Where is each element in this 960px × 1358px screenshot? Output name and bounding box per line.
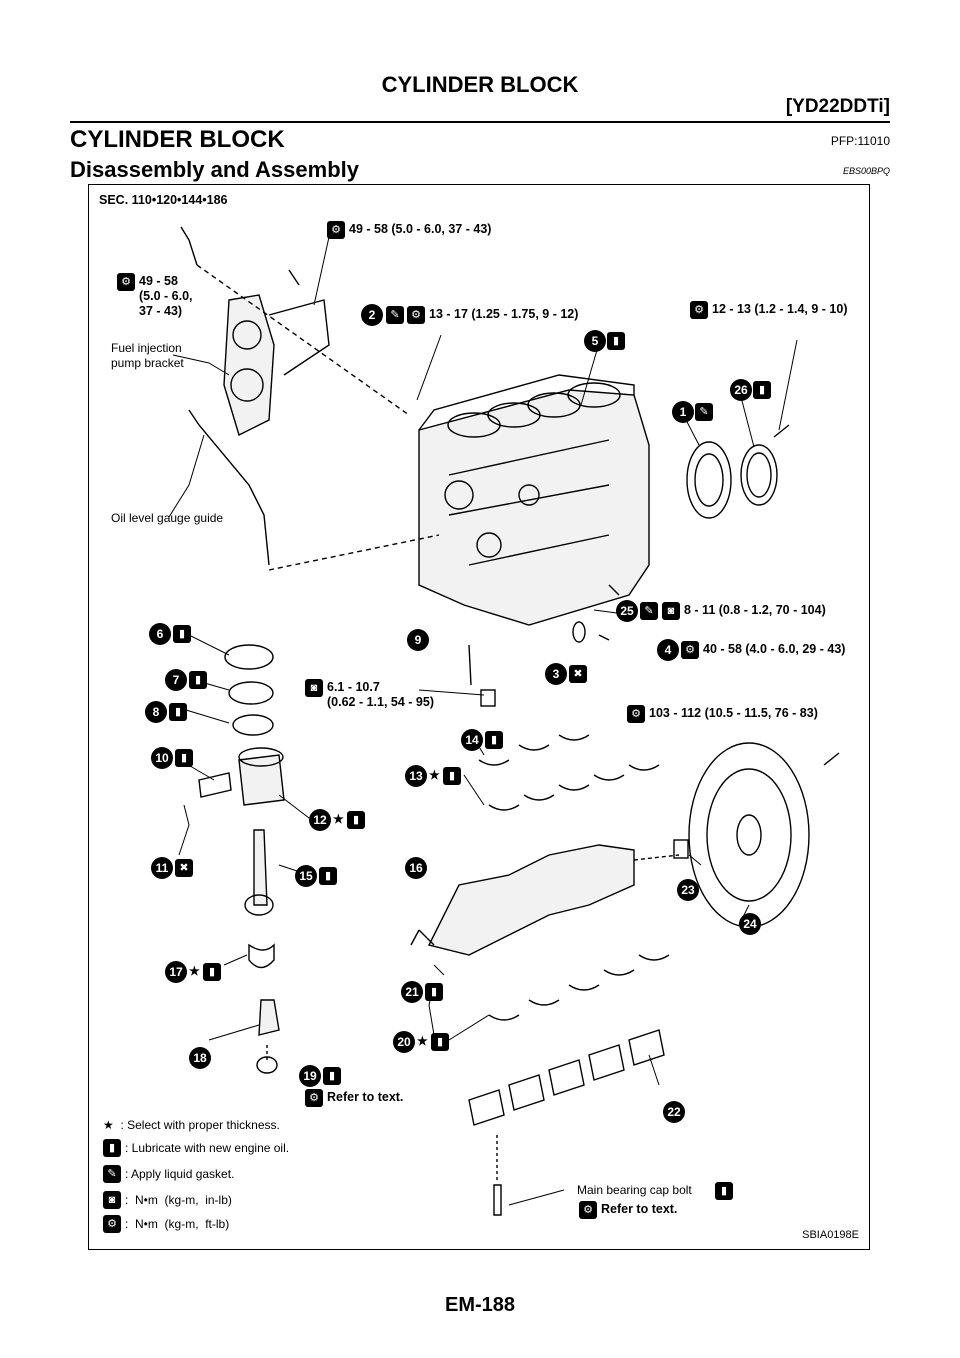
callout-23: 23 [677,879,699,901]
sec-label: SEC. 110•120•144•186 [99,193,228,207]
oil-level-gauge-guide-label: Oil level gauge guide [111,511,224,525]
callout-1: 1 [672,401,694,423]
torque-nm-in-icon: ◙ [103,1191,121,1209]
liquid-gasket-icon: ✎ [386,306,404,324]
lubricate-icon: ▮ [431,1033,449,1051]
callout-18: 18 [189,1047,211,1069]
subsection-title: Disassembly and Assembly [70,157,359,182]
fuel-pump-bracket-label: Fuel injection pump bracket [111,341,184,370]
torque-left-label: 49 - 58 (5.0 - 6.0, 37 - 43) [139,274,193,318]
header-model: [YD22DDTi] [785,96,890,117]
lubricate-icon: ▮ [347,811,365,829]
lubricate-icon: ▮ [203,963,221,981]
lubricate-icon: ▮ [485,731,503,749]
callout-2: 2 [361,304,383,326]
torque-icon: ⚙ [627,705,645,723]
refer-main-label: Refer to text. [601,1202,678,1216]
lubricate-icon: ▮ [175,749,193,767]
torque-icon: ⚙ [681,641,699,659]
header-rule [70,121,890,123]
callout-22: 22 [663,1101,685,1123]
page-number: EM-188 [444,1294,516,1316]
lubricate-icon: ▮ [103,1139,121,1157]
lubricate-icon: ▮ [753,381,771,399]
exploded-diagram: SEC. 110•120•144•186 ⚙ 49 - 58 (5.0 - 6.… [88,184,870,1250]
torque-icon: ⚙ [117,273,135,291]
torque-nm-in-icon: ◙ [305,679,323,697]
diagram-drawing [168,226,840,1216]
callout-19: 19 [299,1065,321,1087]
main-bearing-cap-bolt-label: Main bearing cap bolt [577,1183,692,1197]
torque-jet-label: 6.1 - 10.7 (0.62 - 1.1, 54 - 95) [327,680,435,709]
callout-13: 13 [405,765,427,787]
callout-3: 3 [545,663,567,685]
header-title: CYLINDER BLOCK [381,72,579,97]
section-title: CYLINDER BLOCK [70,126,285,153]
lubricate-icon: ▮ [319,867,337,885]
legend-gasket: : Apply liquid gasket. [125,1167,235,1181]
refer-19-label: Refer to text. [327,1090,404,1104]
figure-code: SBIA0198E [802,1229,859,1241]
torque-2-label: 13 - 17 (1.25 - 1.75, 9 - 12) [429,307,579,321]
liquid-gasket-icon: ✎ [695,403,713,421]
select-thickness-star-icon: ★ [189,964,200,978]
callout-14: 14 [461,729,483,751]
callout-25: 25 [616,600,638,622]
callout-10: 10 [151,747,173,769]
callout-20: 20 [393,1031,415,1053]
torque-top-label: 49 - 58 (5.0 - 6.0, 37 - 43) [349,222,492,236]
legend-oil: : Lubricate with new engine oil. [125,1141,290,1155]
replace-icon: ✖ [569,665,587,683]
callout-17: 17 [165,961,187,983]
callout-8: 8 [145,701,167,723]
callout-26: 26 [730,379,752,401]
torque-nm-in-icon: ◙ [662,602,680,620]
section-code: PFP:11010 [830,134,890,148]
lubricate-icon: ▮ [715,1182,733,1200]
select-thickness-star-icon: ★ [103,1118,121,1132]
legend-nm-ft: : N•m (kg-m, ft-lb) [125,1217,230,1231]
legend-star: ★ : Select with proper thickness. [103,1118,280,1132]
callout-11: 11 [151,857,173,879]
lubricate-icon: ▮ [425,983,443,1001]
torque-icon: ⚙ [305,1089,323,1107]
callout-7: 7 [165,669,187,691]
torque-rear-label: 12 - 13 (1.2 - 1.4, 9 - 10) [712,302,848,316]
torque-icon: ⚙ [327,221,345,239]
torque-25-label: 8 - 11 (0.8 - 1.2, 70 - 104) [684,603,826,617]
callout-21: 21 [401,981,423,1003]
callout-24: 24 [739,913,761,935]
torque-icon: ⚙ [690,301,708,319]
liquid-gasket-icon: ✎ [640,602,658,620]
callout-5: 5 [584,330,606,352]
callout-9: 9 [407,629,429,651]
select-thickness-star-icon: ★ [333,812,344,826]
callout-15: 15 [295,865,317,887]
subsection-code: EBS00BPQ [842,166,890,176]
lubricate-icon: ▮ [189,671,207,689]
callout-6: 6 [149,623,171,645]
legend-nm-in: : N•m (kg-m, in-lb) [125,1193,232,1207]
callout-16: 16 [405,857,427,879]
torque-icon: ⚙ [407,306,425,324]
select-thickness-star-icon: ★ [429,768,440,782]
lubricate-icon: ▮ [443,767,461,785]
callout-4: 4 [657,639,679,661]
lubricate-icon: ▮ [323,1067,341,1085]
torque-flywheel-label: 103 - 112 (10.5 - 11.5, 76 - 83) [649,706,818,720]
replace-icon: ✖ [175,859,193,877]
select-thickness-star-icon: ★ [417,1034,428,1048]
torque-icon: ⚙ [579,1201,597,1219]
lubricate-icon: ▮ [173,625,191,643]
lubricate-icon: ▮ [169,703,187,721]
callout-12: 12 [309,809,331,831]
torque-icon: ⚙ [103,1215,121,1233]
torque-4-label: 40 - 58 (4.0 - 6.0, 29 - 43) [703,642,846,656]
lubricate-icon: ▮ [607,332,625,350]
liquid-gasket-icon: ✎ [103,1165,121,1183]
